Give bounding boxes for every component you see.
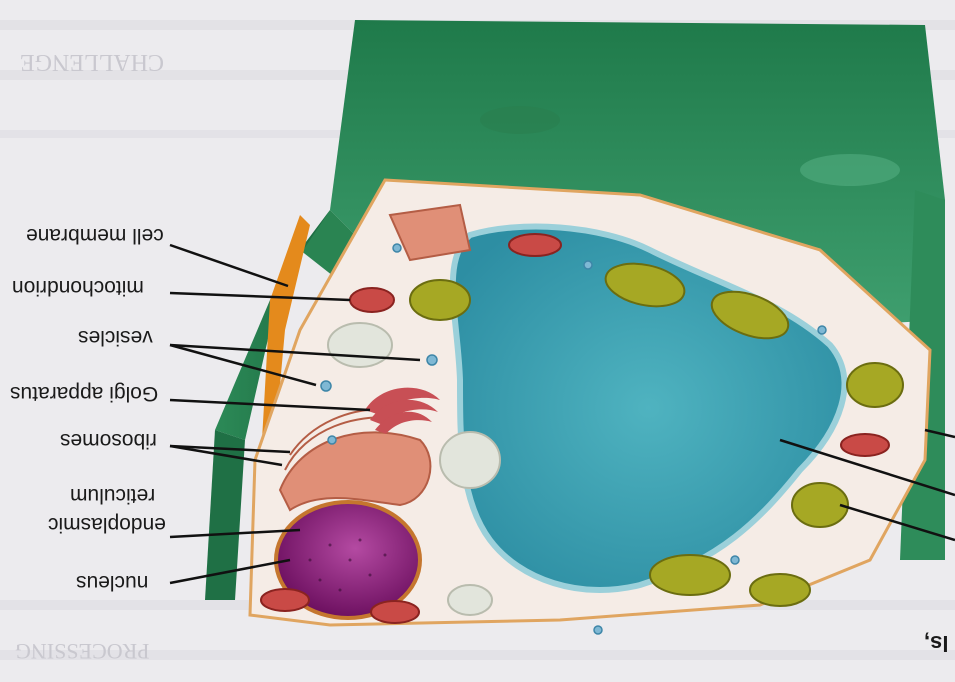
label-ribosomes: ribosomes [60,430,157,451]
label-cell-membrane: cell membrane [26,225,164,246]
label-mitochondrion: mitochondrion [12,277,144,298]
label-golgi-apparatus: Golgi apparatus [10,383,158,404]
label-nucleus: nucleus [76,572,148,593]
label-vesicles: vesicles [78,327,153,348]
label-reticulum: reticulum [70,485,155,506]
bg-footer-text: PROCESSING [15,640,149,662]
label-endoplasmic: endoplasmic [48,514,166,535]
page-fragment-text: ls, [924,632,948,654]
bg-heading-text: CHALLENGE [20,50,164,74]
